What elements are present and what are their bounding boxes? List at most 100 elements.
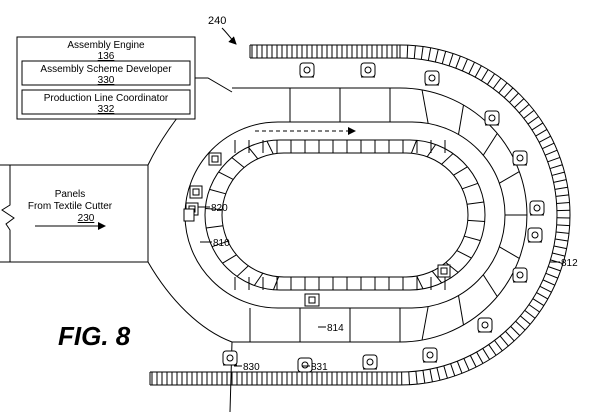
conveyor-tooth [528, 304, 540, 313]
robot-station-icon [299, 62, 315, 78]
conveyor-tooth [519, 315, 531, 325]
segment [231, 157, 245, 168]
conveyor-tooth [542, 142, 555, 150]
track-divider [482, 133, 498, 156]
robot-station-icon [424, 70, 440, 86]
panel-inner [192, 188, 200, 196]
line-coordinator-ref: 332 [98, 104, 115, 115]
panel-inner [308, 296, 316, 304]
conveyor-tooth [505, 330, 515, 342]
segment [206, 225, 224, 229]
robot-station-icon [484, 110, 500, 126]
conveyor-tooth [434, 49, 439, 63]
station-core [364, 66, 372, 74]
conveyor-tooth [538, 135, 551, 143]
conveyor-tooth [461, 58, 468, 72]
track-divider [499, 246, 520, 259]
conveyor-tooth [463, 358, 470, 371]
robot-station-icon [222, 350, 238, 366]
inner-dividers [205, 140, 485, 290]
conveyor-tooth [408, 371, 410, 385]
conveyor-tooth [436, 367, 441, 381]
conveyor-tooth [556, 202, 570, 205]
conveyor-tooth [503, 87, 514, 98]
segment [253, 272, 264, 286]
conveyor-tooth [488, 344, 497, 356]
conveyor-tooth [552, 252, 566, 257]
callout-panel: 820 [211, 203, 228, 214]
robot-station-icon [297, 357, 313, 373]
station-core [516, 154, 524, 162]
conveyor-tooth [510, 326, 521, 336]
conveyor-tooth [474, 65, 482, 78]
conveyor-tooth [482, 348, 491, 360]
conveyor-tooth [415, 371, 418, 385]
segment [462, 182, 479, 190]
conveyor-tooth [523, 109, 535, 119]
conveyor-tooth [549, 164, 563, 170]
robot-station-icon [362, 354, 378, 370]
conveyor-tooth [494, 340, 503, 352]
conveyor-tooth [532, 298, 545, 307]
panel-inner [211, 155, 219, 163]
panels-input [0, 164, 148, 263]
track-dividers [249, 88, 527, 342]
conveyor-tooth [456, 360, 463, 374]
station-core [481, 321, 489, 329]
segment [247, 146, 259, 160]
conveyor-tooth [515, 320, 526, 331]
track-divider [421, 306, 429, 341]
conveyor-tooth [556, 224, 570, 227]
conveyor-tooth [542, 279, 556, 286]
conveyor-tooth [539, 285, 552, 293]
conveyor-tooth [443, 365, 448, 379]
conveyor-teeth [151, 45, 570, 385]
robot-station-icon [477, 317, 493, 333]
conveyor-tooth [406, 45, 409, 59]
panel [183, 208, 195, 222]
conveyor-tooth [548, 266, 561, 272]
segment [453, 166, 468, 176]
station-core [533, 204, 541, 212]
station-core [303, 66, 311, 74]
scheme-developer-label: Assembly Scheme Developer [40, 64, 172, 75]
figure-ref: 240 [208, 15, 226, 27]
conveyor-tooth [555, 238, 569, 242]
conveyor-tooth [553, 179, 567, 183]
conveyor-tooth [518, 103, 530, 114]
callout-lane: 814 [327, 323, 344, 334]
conveyor-tooth [480, 69, 489, 81]
segment [467, 219, 485, 223]
track-divider [458, 295, 464, 326]
conveyor-tooth [455, 55, 461, 69]
conveyor-tooth [450, 363, 456, 377]
conveyor-tooth [527, 116, 539, 125]
conveyor-tooth [555, 194, 569, 197]
station-core [301, 361, 309, 369]
conveyor-tooth [499, 335, 509, 347]
figure-label: FIG. 8 [58, 321, 131, 351]
conveyor-tooth [535, 129, 548, 137]
conveyor-tooth [429, 369, 433, 382]
conveyor-tooth [551, 171, 565, 176]
inner-track [184, 121, 506, 309]
conveyor-tooth [441, 51, 447, 64]
station-core [531, 231, 539, 239]
robot-stations [222, 62, 545, 373]
conveyor-tooth [545, 272, 559, 279]
station-core [428, 74, 436, 82]
segment [218, 171, 234, 180]
figure-ref-arrow [221, 27, 237, 45]
conveyor-tooth [427, 47, 432, 61]
segment [431, 270, 443, 284]
segment [205, 207, 223, 211]
callout-leaders [198, 206, 560, 367]
station-core [226, 354, 234, 362]
segment [466, 201, 484, 205]
conveyor-tooth [422, 370, 426, 384]
conveyor-tooth [556, 231, 570, 234]
segment [236, 265, 249, 277]
robot-station-icon [512, 267, 528, 283]
conveyor-tooth [554, 186, 568, 190]
scheme-developer-ref: 330 [98, 75, 115, 86]
